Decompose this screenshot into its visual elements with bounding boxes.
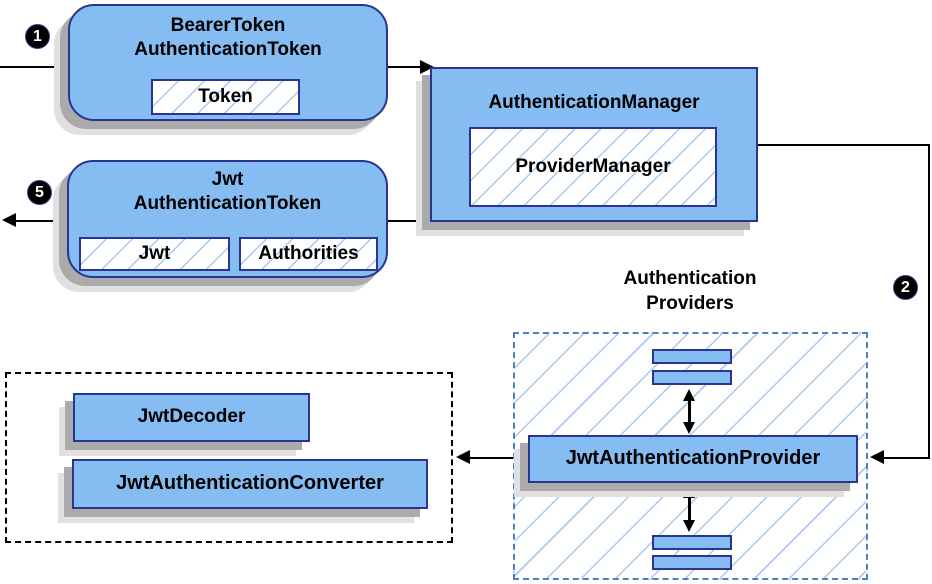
flow-line-step1-in	[0, 66, 66, 68]
jwt-authentication-converter-label: JwtAuthenticationConverter	[116, 472, 384, 494]
node-authentication-manager: AuthenticationManager ProviderManager	[430, 67, 758, 222]
node-jwt-authentication-token: Jwt AuthenticationToken Jwt Authorities	[67, 160, 388, 278]
authentication-manager-title: AuthenticationManager	[488, 92, 700, 113]
token-chip: Token	[151, 79, 300, 115]
flow-line-step2-bottom	[884, 457, 930, 459]
jwt-token-title-line2: AuthenticationToken	[133, 193, 322, 214]
flow-line-manager-to-jwt-token	[387, 220, 433, 222]
provider-stub-bar-bottom-1	[652, 535, 732, 550]
step-1-number: 1	[33, 27, 42, 45]
double-arrow-top-icon	[683, 389, 695, 434]
flow-line-bearer-to-manager	[388, 66, 422, 68]
jwt-chip-label: Jwt	[138, 243, 171, 264]
bearer-token-title-line1: BearerToken	[170, 15, 286, 36]
node-jwt-authentication-converter: JwtAuthenticationConverter	[72, 459, 428, 509]
provider-stub-bar-bottom-2	[652, 555, 732, 570]
provider-manager-chip: ProviderManager	[469, 127, 717, 207]
step-2-number: 2	[901, 278, 910, 296]
flow-line-step2-vertical	[928, 144, 930, 458]
step-circle-2: 2	[893, 275, 918, 300]
providers-label-line1: Authentication	[623, 268, 757, 289]
providers-label-line2: Providers	[646, 293, 734, 314]
step-circle-1: 1	[25, 24, 50, 49]
jwt-authentication-provider-label: JwtAuthenticationProvider	[565, 447, 821, 469]
provider-manager-label: ProviderManager	[515, 156, 671, 177]
authorities-chip: Authorities	[239, 237, 378, 271]
arrowhead-into-providers-icon	[870, 450, 884, 464]
bearer-token-title-line2: AuthenticationToken	[134, 39, 322, 60]
token-chip-label: Token	[198, 86, 253, 107]
jwt-token-title-line1: Jwt	[211, 169, 244, 190]
node-bearer-token-authentication-token: BearerToken AuthenticationToken Token	[68, 4, 388, 121]
step-5-number: 5	[35, 183, 44, 201]
flow-line-provider-to-decoder	[470, 457, 514, 459]
provider-stub-bar-top-2	[652, 370, 732, 385]
node-jwt-authentication-provider: JwtAuthenticationProvider	[528, 435, 858, 483]
node-jwt-decoder: JwtDecoder	[73, 393, 310, 442]
double-arrow-bottom-icon	[683, 486, 695, 532]
flow-line-step5-out	[14, 220, 66, 222]
jwt-chip: Jwt	[79, 237, 230, 271]
jwt-decoder-label: JwtDecoder	[137, 406, 246, 427]
providers-group-label: Authentication Providers	[570, 266, 810, 316]
arrowhead-step5-out-icon	[2, 213, 16, 227]
provider-stub-bar-top-1	[652, 349, 732, 364]
arrowhead-into-decoder-group-icon	[456, 450, 470, 464]
authorities-chip-label: Authorities	[258, 243, 359, 264]
flow-line-step2-top	[758, 144, 930, 146]
step-circle-5: 5	[27, 180, 52, 205]
